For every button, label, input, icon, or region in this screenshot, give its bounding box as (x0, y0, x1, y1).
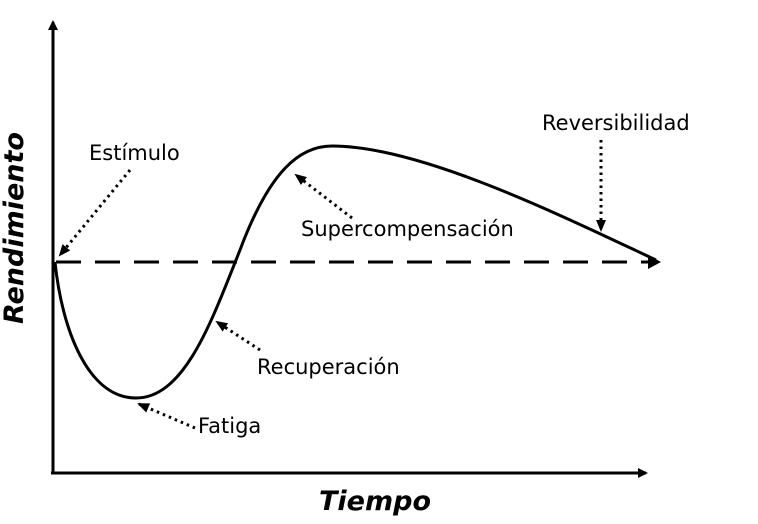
recovery-label: Recuperación (257, 355, 400, 379)
stimulus-label: Estímulo (89, 141, 180, 165)
supercompensation-label: Supercompensación (301, 217, 514, 241)
fatigue-label: Fatiga (198, 414, 261, 438)
x-axis-title: Tiempo (319, 486, 431, 517)
fatigue-arrow (137, 402, 196, 430)
stimulus-arrow (58, 169, 132, 257)
reversibility-label: Reversibilidad (542, 111, 690, 135)
recovery-arrow (215, 320, 261, 352)
performance-curve (53, 144, 657, 400)
supercompensation-arrow (294, 173, 353, 220)
y-axis-title: Rendimiento (0, 132, 30, 324)
